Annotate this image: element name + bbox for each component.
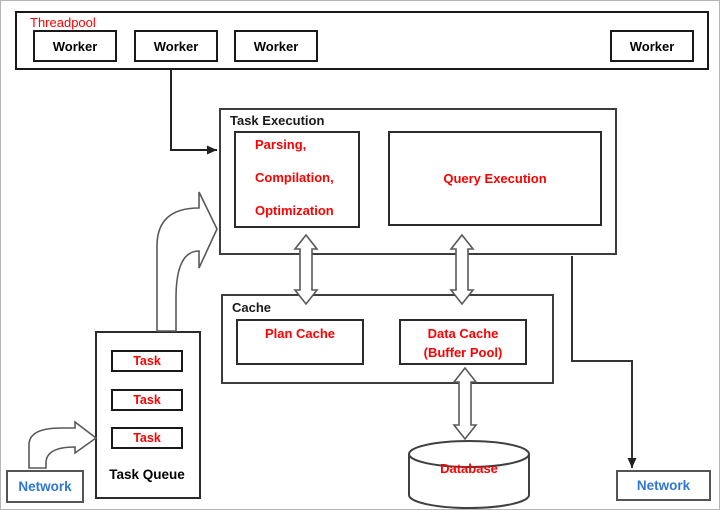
parsing-compilation-optimization-box: Parsing, Compilation, Optimization <box>234 131 360 228</box>
plan-cache-box: Plan Cache <box>236 319 364 365</box>
task-label: Task <box>133 431 161 445</box>
worker-box-3: Worker <box>234 30 318 62</box>
worker-box-4: Worker <box>610 30 694 62</box>
threadpool-box: Threadpool <box>15 11 709 70</box>
query-execution-box: Query Execution <box>388 131 602 226</box>
worker-label: Worker <box>629 38 675 54</box>
network-label: Network <box>636 478 691 493</box>
task-queue-to-task-execution-curved-arrow <box>156 191 218 332</box>
pco-line: Optimization <box>255 203 334 218</box>
network-to-task-queue-curved-arrow <box>28 420 98 469</box>
task-box-1: Task <box>111 350 183 372</box>
worker-label: Worker <box>253 38 299 54</box>
cache-label: Cache <box>232 300 272 315</box>
worker-label: Worker <box>52 38 98 54</box>
worker-to-task-execution-arrow <box>170 70 217 155</box>
network-box-right: Network <box>616 470 711 501</box>
pco-line: Compilation, <box>255 170 334 185</box>
plan-cache-label: Plan Cache <box>264 326 336 341</box>
threadpool-label: Threadpool <box>30 15 96 30</box>
task-box-3: Task <box>111 427 183 449</box>
task-execution-label: Task Execution <box>230 113 325 128</box>
network-box-left: Network <box>6 470 84 503</box>
task-box-2: Task <box>111 389 183 411</box>
data-cache-box: Data Cache (Buffer Pool) <box>399 319 527 365</box>
task-queue-label: Task Queue <box>109 467 185 482</box>
pco-line: Parsing, <box>255 137 307 152</box>
database-label: Database <box>440 461 498 476</box>
data-cache-label: Data Cache <box>427 326 499 341</box>
task-label: Task <box>133 393 161 407</box>
task-label: Task <box>133 354 161 368</box>
buffer-pool-label: (Buffer Pool) <box>423 345 503 360</box>
worker-box-2: Worker <box>134 30 218 62</box>
worker-label: Worker <box>153 38 199 54</box>
worker-box-1: Worker <box>33 30 117 62</box>
network-label: Network <box>18 479 72 494</box>
query-execution-label: Query Execution <box>443 171 547 186</box>
task-execution-to-network-arrow <box>571 256 637 468</box>
